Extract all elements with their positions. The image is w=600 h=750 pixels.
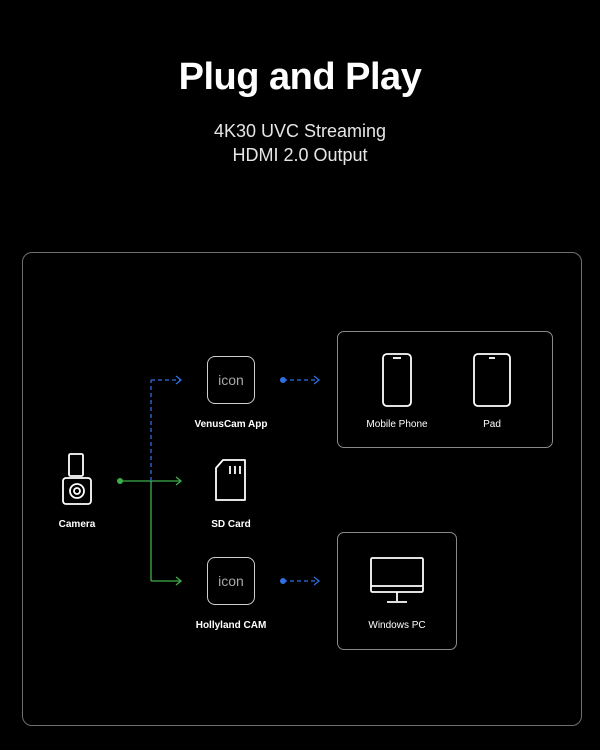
arrow-head-venus [175,375,183,385]
tablet-icon [473,353,511,407]
subtitle-line-1: 4K30 UVC Streaming [213,121,387,141]
mobile-phone-icon [382,353,412,407]
subtitle-line-2: HDMI 2.0 Output [232,145,368,165]
monitor-icon [370,557,424,603]
camera-label: Camera [58,519,96,530]
sd-card-icon [215,459,246,501]
page-title: Plug and Play [178,56,422,98]
venuscam-app-label: VenusCam App [194,419,268,430]
arrow-head-hollyland [175,576,183,586]
arrow-head-pc [313,576,321,586]
camera-icon [62,453,92,505]
windows-pc-label: Windows PC [368,620,426,631]
arrow-head-mobile [313,375,321,385]
venus-output-dot [280,377,286,383]
mobile-devices-box [337,331,553,448]
sd-card-label: SD Card [211,519,251,530]
wired-connections [120,480,181,582]
arrow-head-sd [175,476,183,486]
hollyland-cam-icon: icon [207,557,255,605]
wireless-connections [150,379,318,582]
diagram-panel [22,252,582,726]
venuscam-app-icon-text: icon [218,372,244,388]
hollyland-cam-label: Hollyland CAM [195,620,267,631]
hollyland-output-dot [280,578,286,584]
camera-output-dot [117,478,123,484]
pad-label: Pad [483,419,501,430]
pc-device-box [337,532,457,650]
venuscam-app-icon: icon [207,356,255,404]
mobile-phone-label: Mobile Phone [366,419,428,430]
hollyland-cam-icon-text: icon [218,573,244,589]
